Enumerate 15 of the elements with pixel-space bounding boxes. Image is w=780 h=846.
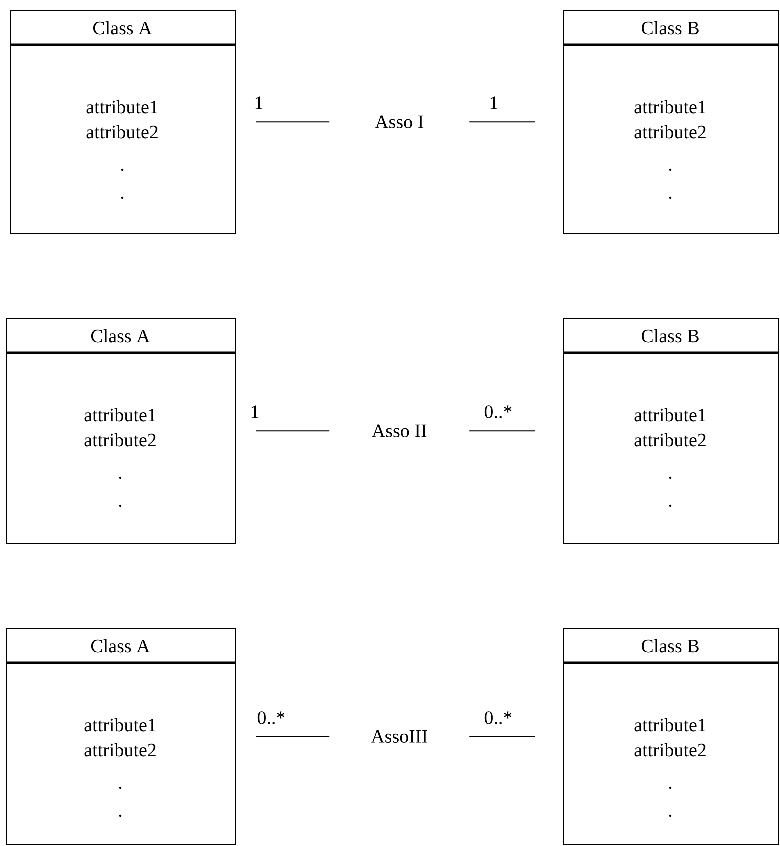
class-box: Class A attribute1 attribute2 . . [10,10,236,234]
class-box: Class A attribute1 attribute2 . . [6,628,236,846]
multiplicity-label: 0..* [484,712,512,724]
multiplicity-label: 1 [256,96,263,110]
multiplicity-label: 1 [252,406,259,418]
class-box: Class A attribute1 attribute2 . . [6,318,236,544]
multiplicity-label: 0..* [484,406,512,418]
edge-label: Asso I [330,112,470,132]
class-box: Class B attribute1 attribute2 . . [563,318,780,544]
multiplicity-label: 0..* [258,712,285,724]
edge-label: AssoIII [330,727,470,746]
edge-label: Asso II [330,422,470,440]
multiplicity-label: 1 [490,96,498,110]
class-box: Class B attribute1 attribute2 . . [563,628,780,846]
class-box: Class B attribute1 attribute2 . . [563,10,780,234]
